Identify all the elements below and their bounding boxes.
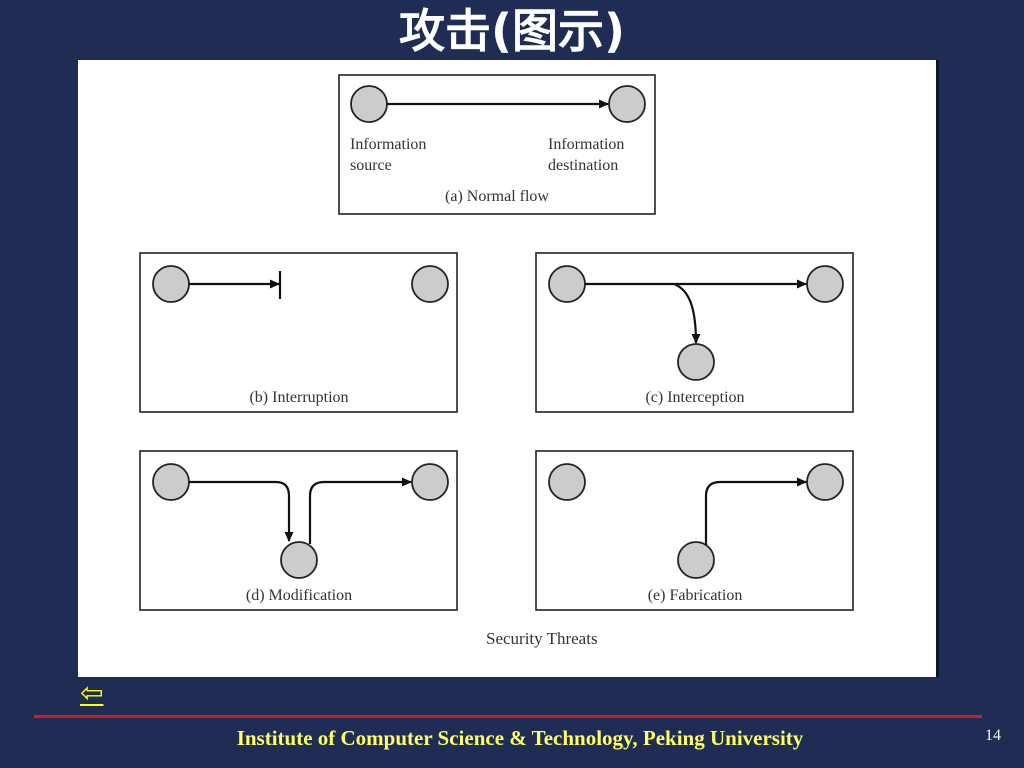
page-number: 14 xyxy=(985,727,1001,744)
source-label-line1: Information xyxy=(350,136,426,153)
destination-node xyxy=(806,265,844,303)
slide-title: 攻击(图示) xyxy=(398,4,626,58)
panel-interception: (c) Interception xyxy=(535,252,854,413)
back-arrow-icon[interactable]: ⇦ xyxy=(80,676,104,709)
security-threats-diagram: Information source Information destinati… xyxy=(139,74,854,648)
intercept-arrow xyxy=(673,282,701,344)
source-node xyxy=(548,265,586,303)
figure-panel: Information source Information destinati… xyxy=(78,60,936,677)
modifier-node xyxy=(280,541,318,579)
flow-to-modifier xyxy=(189,480,294,542)
panel-modification: (d) Modification xyxy=(139,450,458,611)
destination-label-line2: destination xyxy=(548,157,618,174)
footer-divider xyxy=(34,715,982,718)
interceptor-node xyxy=(677,343,715,381)
destination-node xyxy=(411,463,449,501)
fabricated-flow-arrow xyxy=(704,477,807,545)
panel-label: (b) Interruption xyxy=(249,389,348,406)
panel-normal-flow: Information source Information destinati… xyxy=(338,74,656,215)
diagram-caption: Security Threats xyxy=(486,629,598,648)
source-node xyxy=(152,265,190,303)
panel-label: (a) Normal flow xyxy=(445,188,549,205)
fabricator-node xyxy=(677,541,715,579)
panel-label: (e) Fabrication xyxy=(648,587,743,604)
source-node xyxy=(548,463,586,501)
destination-label-line1: Information xyxy=(548,136,624,153)
panel-label: (d) Modification xyxy=(246,587,352,604)
source-node xyxy=(350,85,388,123)
panel-interruption: (b) Interruption xyxy=(139,252,458,413)
source-label-line2: source xyxy=(350,157,392,174)
flow-from-modifier xyxy=(308,477,412,544)
panel-label: (c) Interception xyxy=(645,389,744,406)
panel-frame xyxy=(338,74,656,215)
destination-node xyxy=(608,85,646,123)
footer-institution: Institute of Computer Science & Technolo… xyxy=(236,726,804,750)
panel-frame xyxy=(139,252,458,413)
source-node xyxy=(152,463,190,501)
destination-node xyxy=(806,463,844,501)
panel-fabrication: (e) Fabrication xyxy=(535,450,854,611)
destination-node xyxy=(411,265,449,303)
